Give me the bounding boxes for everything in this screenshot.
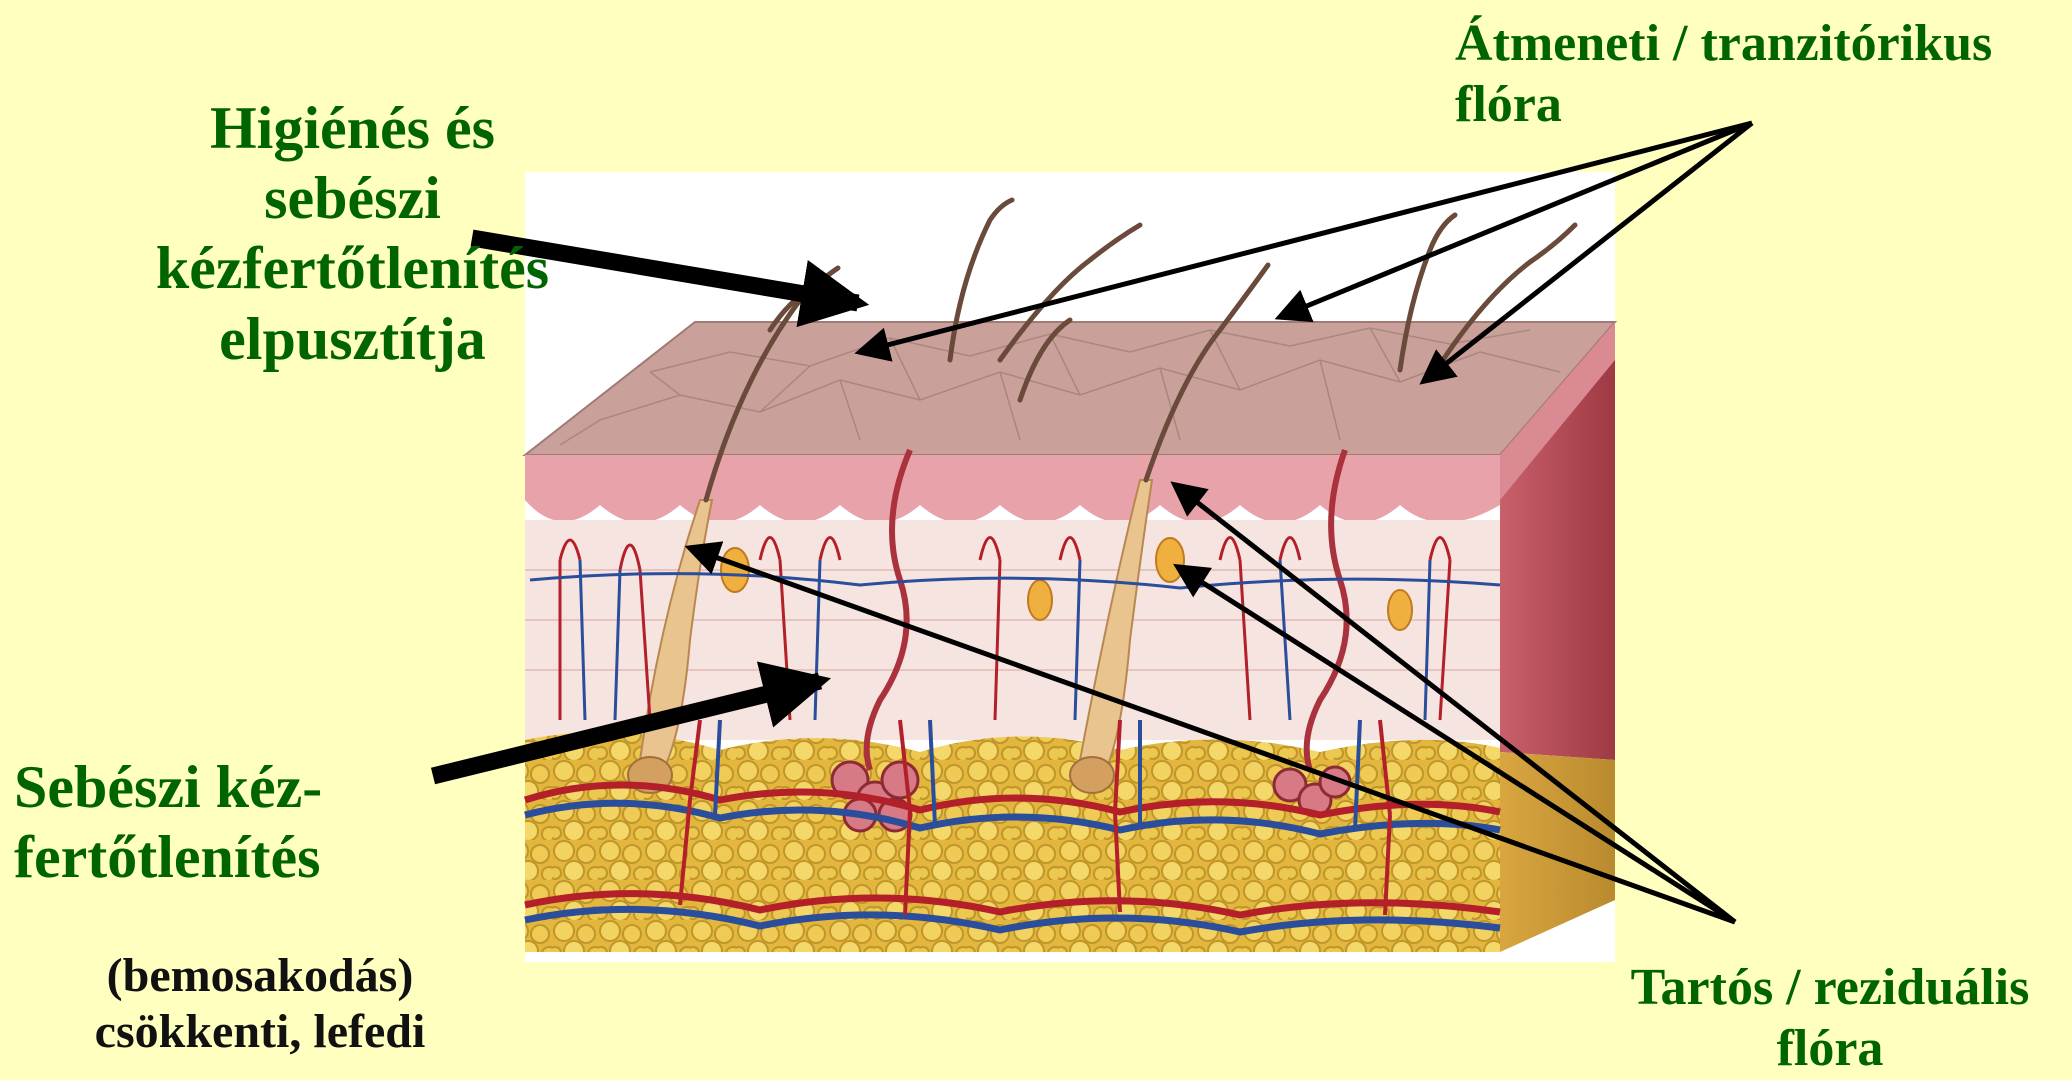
surgical-label-line: Sebészi kéz-	[14, 752, 484, 822]
surgical-label-line: fertőtlenítés	[14, 822, 484, 892]
hygienic-disinfection-label: Higiénés és sebészi kézfertőtlenítés elp…	[115, 93, 590, 374]
surgical-note-label: (bemosakodás) csökkenti, lefedi	[40, 948, 480, 1060]
surgical-disinfection-label: Sebészi kéz- fertőtlenítés	[14, 752, 484, 892]
hygienic-label-line: elpusztítja	[115, 304, 590, 374]
epidermis-layer	[525, 455, 1500, 500]
surgical-note-line: (bemosakodás)	[40, 948, 480, 1004]
hygienic-label-line: Higiénés és	[115, 93, 590, 163]
transient-label-line: Átmeneti / tranzitórikus	[1455, 14, 2055, 75]
resident-label-line: Tartós / reziduális	[1600, 958, 2060, 1019]
surgical-note-line: csökkenti, lefedi	[40, 1004, 480, 1060]
skin-surface	[525, 322, 1615, 455]
transient-flora-label: Átmeneti / tranzitórikus flóra	[1455, 14, 2055, 136]
transient-label-line: flóra	[1455, 75, 2055, 136]
hygienic-label-line: kézfertőtlenítés	[115, 233, 590, 303]
resident-flora-label: Tartós / reziduális flóra	[1600, 958, 2060, 1080]
resident-label-line: flóra	[1600, 1019, 2060, 1080]
hygienic-label-line: sebészi	[115, 163, 590, 233]
